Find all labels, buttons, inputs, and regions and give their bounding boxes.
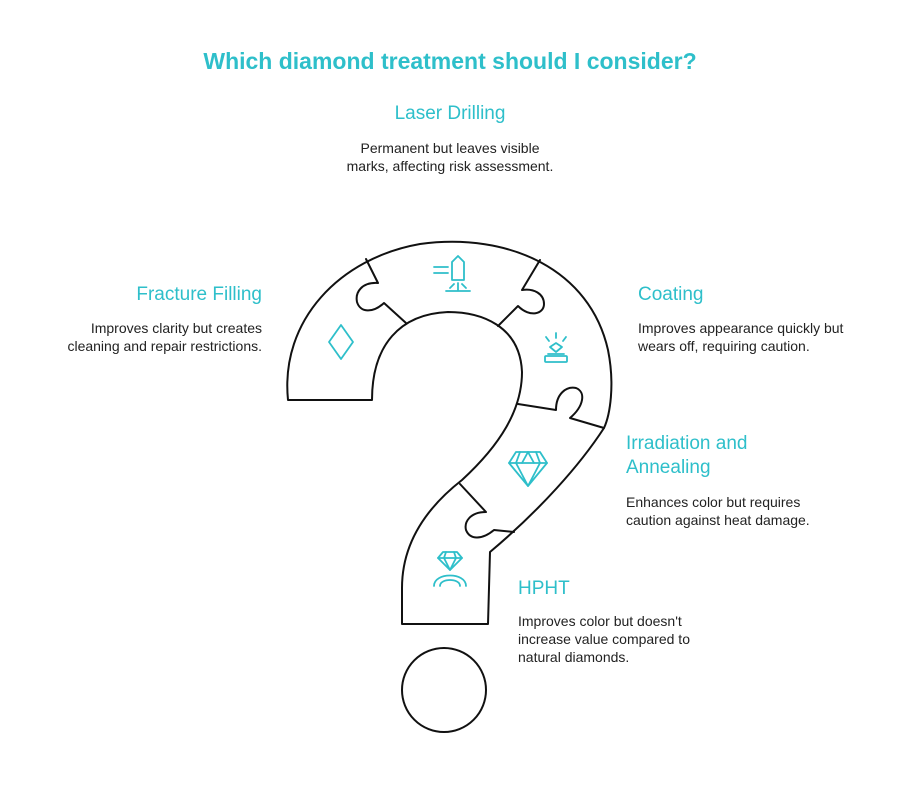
laser-icon	[433, 255, 471, 292]
diamond-outline-icon	[328, 324, 354, 360]
puzzle-seam-4	[459, 483, 515, 539]
coating-heading: Coating	[638, 284, 704, 305]
hpht-description: Improves color but doesn't increase valu…	[518, 613, 690, 665]
page-title: Which diamond treatment should I conside…	[203, 48, 697, 74]
coating-description: Improves appearance quickly but wears of…	[638, 320, 844, 354]
question-mark-outline	[286, 240, 613, 625]
puzzle-seam-1	[355, 258, 407, 324]
puzzle-seam-2	[497, 259, 545, 327]
gem-icon	[508, 451, 548, 487]
hpht-heading: HPHT	[518, 578, 570, 599]
irradiation-annealing-heading: Irradiation and Annealing	[626, 433, 748, 478]
shining-gem-icon	[544, 332, 568, 363]
fracture-filling-description: Improves clarity but creates cleaning an…	[67, 320, 262, 354]
puzzle-seam-3	[517, 386, 605, 429]
question-mark-dot	[401, 647, 487, 733]
laser-drilling-heading: Laser Drilling	[394, 103, 506, 124]
irradiation-annealing-description: Enhances color but requires caution agai…	[626, 494, 810, 528]
fracture-filling-heading: Fracture Filling	[136, 284, 262, 305]
laser-drilling-description: Permanent but leaves visible marks, affe…	[346, 140, 554, 174]
diamond-ring-icon	[433, 551, 467, 587]
